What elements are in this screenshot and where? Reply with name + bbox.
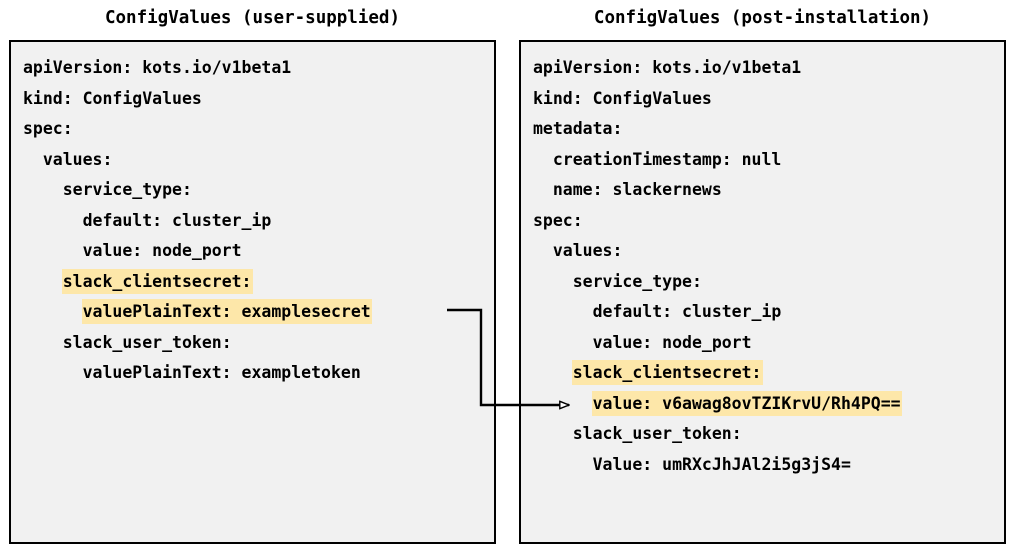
code-line: value: node_port <box>533 328 1000 359</box>
code-line: creationTimestamp: null <box>533 145 1000 176</box>
config-values-post-installation-panel: apiVersion: kots.io/v1beta1 kind: ConfigV… <box>519 40 1006 544</box>
code-line: apiVersion: kots.io/v1beta1 <box>533 53 1000 84</box>
code-indent <box>23 302 83 321</box>
code-line-text: apiVersion: kots.io/v1beta1 <box>533 58 802 77</box>
code-line-text: valuePlainText: examplesecret <box>82 300 371 323</box>
code-line: Value: umRXcJhJAl2i5g3jS4= <box>533 450 1000 481</box>
code-indent <box>533 363 573 382</box>
code-line-text: value: node_port <box>82 241 242 260</box>
code-line: spec: <box>23 114 490 145</box>
code-line-text: service_type: <box>572 271 702 291</box>
code-line-text: slack_user_token: <box>62 332 232 352</box>
code-line: service_type: <box>23 175 490 206</box>
code-line-text: default: cluster_ip <box>82 210 272 230</box>
code-indent <box>533 455 593 474</box>
code-line: spec: <box>533 206 1000 237</box>
right-code-block: apiVersion: kots.io/v1beta1 kind: ConfigV… <box>533 53 1000 480</box>
code-line: kind: ConfigValues <box>533 84 1000 115</box>
code-line: default: cluster_ip <box>533 297 1000 328</box>
code-line-text: values: <box>552 241 623 260</box>
code-indent <box>23 363 83 382</box>
code-indent <box>533 424 573 443</box>
code-line-text: kind: ConfigValues <box>533 88 712 108</box>
left-panel-title: ConfigValues (user-supplied) <box>104 8 400 28</box>
code-line: value: node_port <box>23 236 490 267</box>
code-indent <box>23 180 63 199</box>
code-line-text: spec: <box>23 119 73 138</box>
code-line: values: <box>533 236 1000 267</box>
code-line-text: spec: <box>533 210 583 230</box>
code-line: default: cluster_ip <box>23 206 490 237</box>
code-indent <box>533 394 593 413</box>
code-indent <box>533 272 573 291</box>
code-line: slack_clientsecret: <box>533 358 1000 389</box>
code-line: apiVersion: kots.io/v1beta1 <box>23 53 490 84</box>
code-indent <box>23 272 63 291</box>
code-indent <box>533 241 553 260</box>
code-line-text: service_type: <box>62 180 192 199</box>
code-line-text: metadata: <box>533 119 623 138</box>
code-indent <box>23 211 83 230</box>
code-line: slack_user_token: <box>533 419 1000 450</box>
code-line-text: values: <box>42 149 113 169</box>
code-line: slack_user_token: <box>23 328 490 359</box>
code-line: value: v6awag8ovTZIKrvU/Rh4PQ== <box>533 389 1000 420</box>
code-line-text: value: node_port <box>592 332 752 352</box>
code-line: valuePlainText: examplesecret <box>23 297 490 328</box>
code-line-text: slack_user_token: <box>572 424 742 443</box>
code-line: name: slackernews <box>533 175 1000 206</box>
code-line-text: slack_clientsecret: <box>572 361 762 384</box>
config-values-user-supplied-panel: apiVersion: kots.io/v1beta1 kind: ConfigV… <box>9 40 496 544</box>
code-line: metadata: <box>533 114 1000 145</box>
code-line-text: name: slackernews <box>552 180 722 199</box>
code-indent <box>533 150 553 169</box>
code-line: values: <box>23 145 490 176</box>
code-line-text: kind: ConfigValues <box>23 88 202 108</box>
code-line: valuePlainText: exampletoken <box>23 358 490 389</box>
right-panel-title: ConfigValues (post-installation) <box>593 8 932 28</box>
code-line-text: creationTimestamp: null <box>552 149 782 169</box>
code-line-text: apiVersion: kots.io/v1beta1 <box>23 58 292 77</box>
code-line: slack_clientsecret: <box>23 267 490 298</box>
code-indent <box>23 241 83 260</box>
code-line-text: default: cluster_ip <box>592 302 782 321</box>
code-line-text: valuePlainText: exampletoken <box>82 363 361 382</box>
code-line-text: slack_clientsecret: <box>62 269 252 293</box>
code-line-text: value: v6awag8ovTZIKrvU/Rh4PQ== <box>592 391 901 415</box>
code-line: kind: ConfigValues <box>23 84 490 115</box>
code-indent <box>23 333 63 352</box>
code-indent <box>533 302 593 321</box>
code-indent <box>533 333 593 352</box>
code-indent <box>23 150 43 169</box>
code-line: service_type: <box>533 267 1000 298</box>
code-line-text: Value: umRXcJhJAl2i5g3jS4= <box>592 454 851 474</box>
code-indent <box>533 180 553 199</box>
left-code-block: apiVersion: kots.io/v1beta1 kind: ConfigV… <box>23 53 490 389</box>
